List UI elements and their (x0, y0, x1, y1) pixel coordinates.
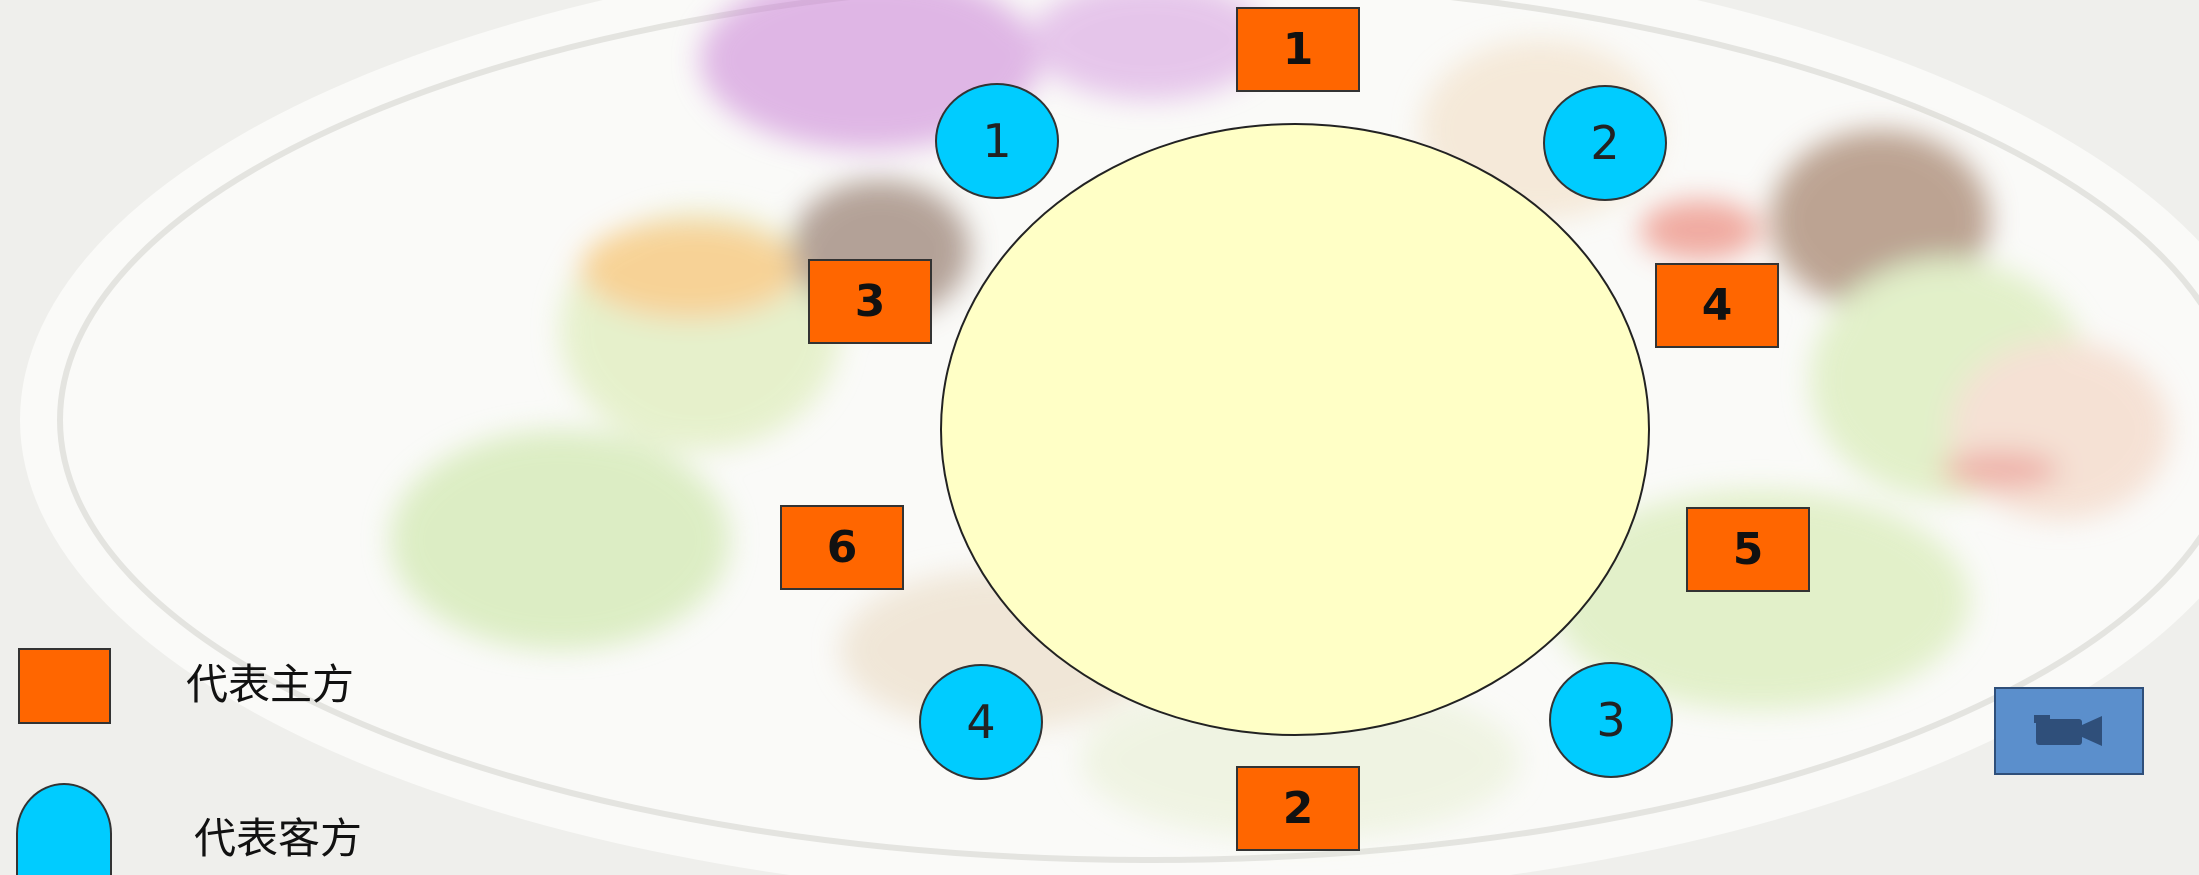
host-seat-5: 5 (1686, 507, 1810, 592)
guest-seat-3: 3 (1549, 662, 1673, 778)
round-table (940, 123, 1650, 736)
host-seat-1: 1 (1236, 7, 1360, 92)
video-camera-icon (2034, 713, 2104, 749)
guest-seat-2: 2 (1543, 85, 1667, 201)
guest-seat-4: 4 (919, 664, 1043, 780)
legend-guest-label: 代表客方 (194, 805, 362, 866)
video-camera-button[interactable] (1994, 687, 2144, 775)
host-seat-2: 2 (1236, 766, 1360, 851)
legend-guest-swatch (16, 783, 112, 875)
host-seat-6: 6 (780, 505, 904, 590)
host-seat-3: 3 (808, 259, 932, 344)
host-seat-4: 4 (1655, 263, 1779, 348)
guest-seat-1: 1 (935, 83, 1059, 199)
legend-host-label: 代表主方 (186, 651, 354, 712)
legend-host-swatch (18, 648, 111, 724)
